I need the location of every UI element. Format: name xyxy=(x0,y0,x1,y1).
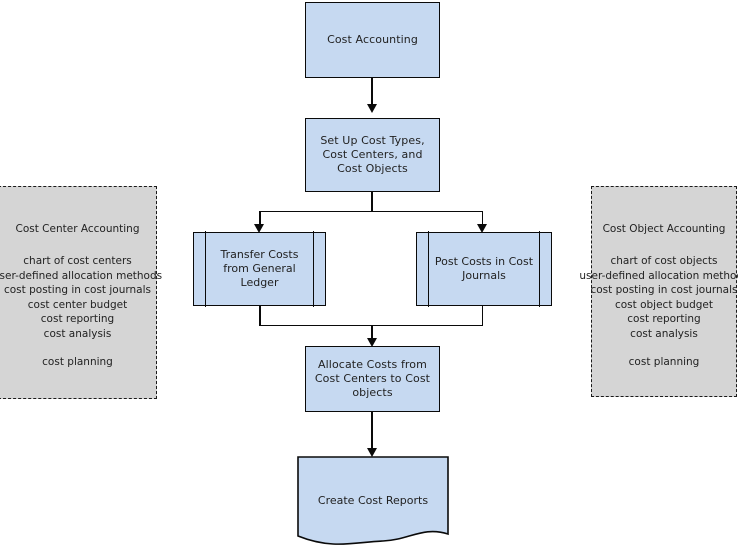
list-item: cost reporting xyxy=(40,313,115,325)
panel-cost-center-accounting: Cost Center Accounting chart of cost cen… xyxy=(0,186,162,399)
arrowhead-to-allocate xyxy=(366,338,377,347)
panel-cost-object-title: Cost Object Accounting xyxy=(602,223,726,235)
list-item: chart of cost centers xyxy=(23,255,132,267)
panel-cost-center-title: Cost Center Accounting xyxy=(15,223,140,235)
list-item: cost analysis xyxy=(43,327,112,340)
list-item: chart of cost objects xyxy=(610,255,718,267)
arrowhead-to-setup xyxy=(366,104,377,113)
predefined-process-right-bar xyxy=(539,231,540,307)
connector-merge-bus xyxy=(259,324,483,327)
list-item: cost planning xyxy=(628,356,700,368)
arrowhead-to-reports xyxy=(366,448,377,457)
connector-allocate-to-reports xyxy=(371,412,373,450)
panel-cost-object-accounting: Cost Object Accounting chart of cost obj… xyxy=(579,186,738,397)
list-item: cost reporting xyxy=(627,313,701,325)
arrowhead-to-post xyxy=(476,224,487,233)
connector-merge-stem xyxy=(371,324,373,342)
connector-split-bus xyxy=(259,210,483,213)
node-cost-accounting-label: Cost Accounting xyxy=(327,33,418,46)
connector-setup-stem xyxy=(371,192,373,212)
connector-post-drop xyxy=(481,306,484,326)
list-item: user-defined allocation methods xyxy=(579,269,738,282)
list-item-spacer xyxy=(0,341,162,355)
connector-cost-accounting-to-setup xyxy=(371,78,373,106)
connector-split-left-drop xyxy=(259,210,261,227)
node-setup-cost-types[interactable]: Set Up Cost Types, Cost Centers, and Cos… xyxy=(305,118,440,192)
list-item-spacer xyxy=(579,341,738,355)
node-transfer-costs-label: Transfer Costs from General Ledger xyxy=(220,248,299,289)
list-item: user-defined allocation methods xyxy=(0,269,163,282)
panel-cost-object-items: chart of cost objects user-defined alloc… xyxy=(579,254,738,370)
list-item: cost analysis xyxy=(630,327,698,340)
panel-cost-center-items: chart of cost centers user-defined alloc… xyxy=(0,254,162,370)
node-allocate-costs[interactable]: Allocate Costs from Cost Centers to Cost… xyxy=(305,346,440,412)
node-post-costs-label: Post Costs in Cost Journals xyxy=(434,255,534,282)
node-create-cost-reports-label: Create Cost Reports xyxy=(317,494,429,507)
connector-transfer-drop xyxy=(259,306,261,326)
list-item: cost planning xyxy=(42,356,113,368)
list-item: cost posting in cost journals xyxy=(590,284,738,296)
list-item: cost object budget xyxy=(614,298,714,311)
list-item: cost center budget xyxy=(27,298,128,311)
node-transfer-costs[interactable]: Transfer Costs from General Ledger xyxy=(193,231,326,307)
node-allocate-costs-label: Allocate Costs from Cost Centers to Cost… xyxy=(314,358,431,399)
node-post-costs[interactable]: Post Costs in Cost Journals xyxy=(416,231,552,307)
node-cost-accounting[interactable]: Cost Accounting xyxy=(305,2,440,78)
predefined-process-left-bar xyxy=(428,231,429,307)
list-item: cost posting in cost journals xyxy=(3,284,151,296)
arrowhead-to-transfer xyxy=(254,224,265,233)
document-shape-icon xyxy=(297,456,449,545)
predefined-process-right-bar xyxy=(313,231,314,307)
node-setup-cost-types-label: Set Up Cost Types, Cost Centers, and Cos… xyxy=(320,134,425,175)
connector-split-right-drop xyxy=(481,210,484,227)
node-create-cost-reports[interactable]: Create Cost Reports xyxy=(297,456,449,550)
predefined-process-left-bar xyxy=(205,231,206,307)
